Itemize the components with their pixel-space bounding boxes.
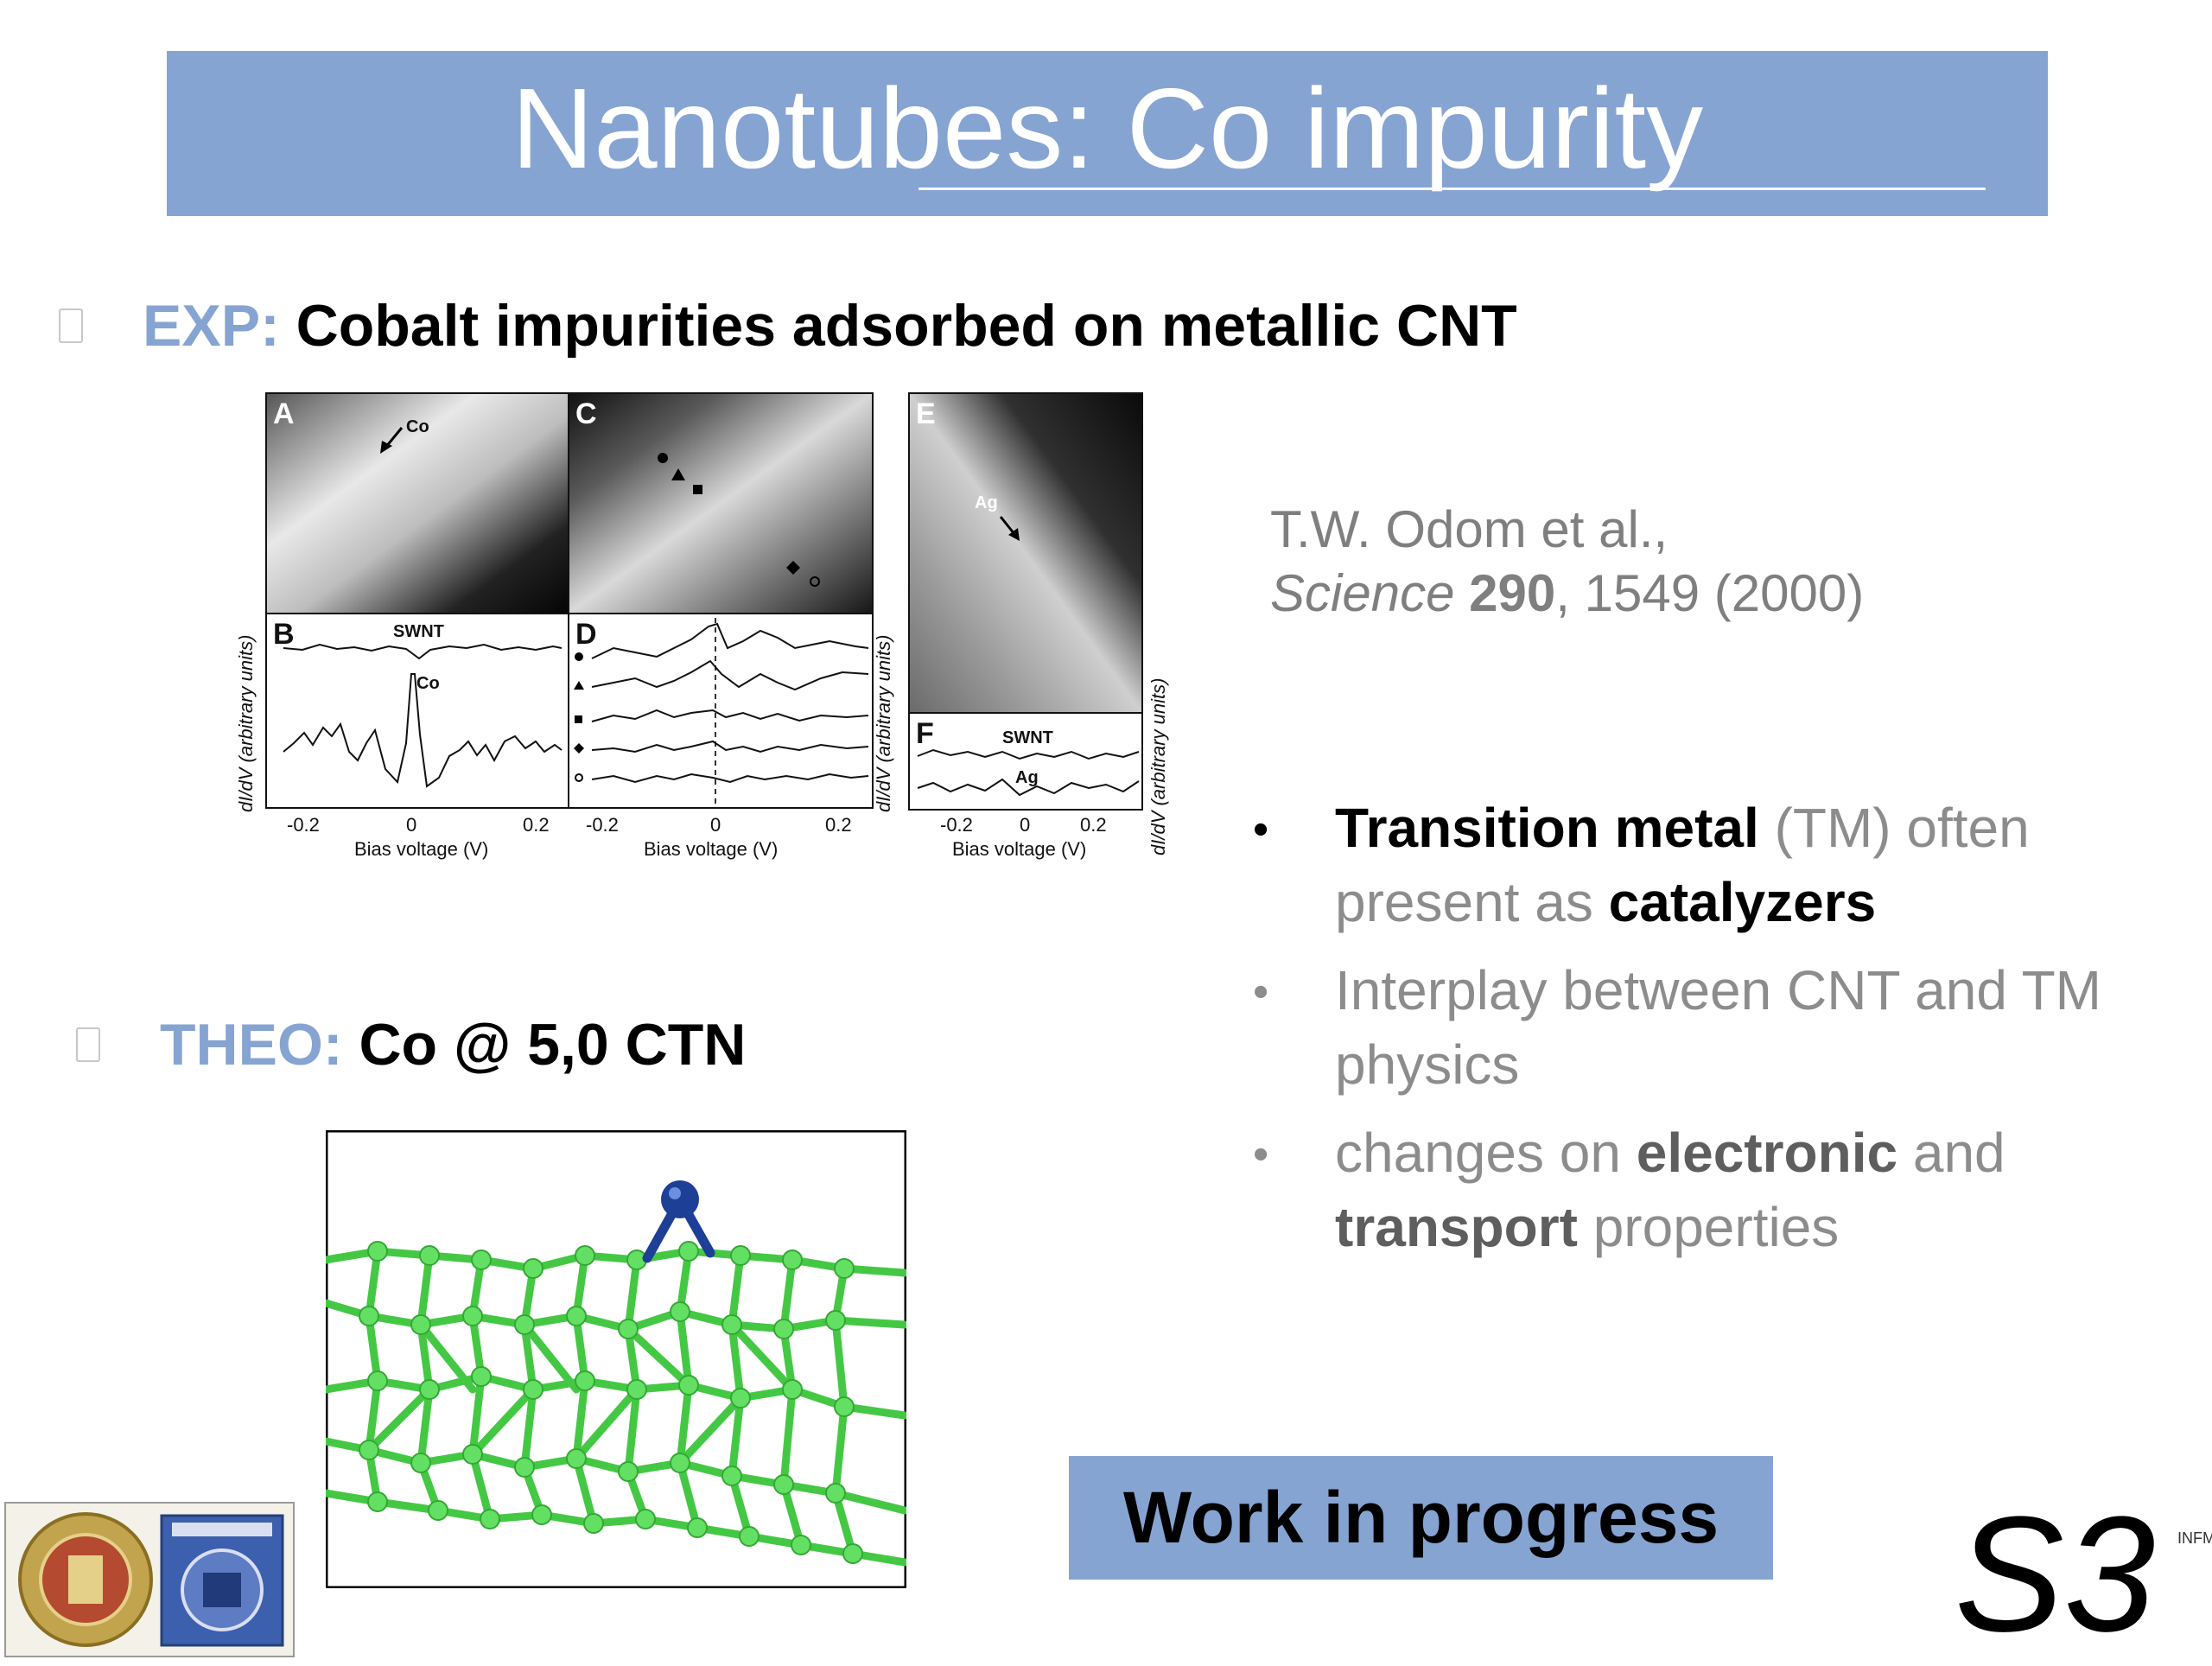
xlabel-f: Bias voltage (V) <box>952 838 1086 860</box>
panel-b: B SWNT Co <box>265 613 569 809</box>
bullet-3-text-b: and <box>1897 1122 2005 1184</box>
work-in-progress-box: Work in progress <box>1069 1456 1773 1580</box>
panel-c-label: C <box>575 397 597 430</box>
bullet-dot-1: • <box>1253 804 1269 855</box>
panel-e-label: E <box>916 397 936 430</box>
bullet-1-text: (TM) often present as <box>1335 797 2030 933</box>
xlabel-b: Bias voltage (V) <box>354 838 488 860</box>
university-logos <box>4 1502 295 1657</box>
bullet-3-text-a: changes on <box>1335 1122 1637 1184</box>
stm-sts-figure: A Co C E Ag B SWNT Co D <box>235 392 1169 860</box>
ylabel-left: dI/dV (arbitrary units) <box>235 635 257 812</box>
panel-c: C <box>568 392 874 614</box>
reference-citation: Science 290, 1549 (2000) <box>1270 563 1864 623</box>
swnt-f-label: SWNT <box>1002 728 1053 747</box>
tick-f-zero: 0 <box>1020 814 1030 836</box>
title-underline <box>918 188 1986 190</box>
swnt-b-label: SWNT <box>393 622 444 641</box>
bullet-2: Interplay between CNT and TM physics <box>1335 959 2101 1096</box>
panel-d: D <box>568 613 874 809</box>
panel-a: A Co <box>265 392 569 614</box>
ylabel-middle: dI/dV (arbitrary units) <box>873 635 894 812</box>
theo-heading: THEO: Co @ 5,0 CTN <box>160 1011 746 1078</box>
nanotube-model <box>326 1130 906 1588</box>
bullet-1-bold: Transition metal <box>1335 797 1759 859</box>
bullet-3-bold-b: transport <box>1335 1196 1578 1258</box>
s3-mark: S3 <box>1955 1483 2156 1666</box>
tick-b-neg: -0.2 <box>287 814 320 836</box>
seal-images <box>18 1512 284 1647</box>
panel-b-label: B <box>273 618 295 651</box>
panel-d-label: D <box>575 618 597 651</box>
tick-d-zero: 0 <box>710 814 721 836</box>
square-bullet-icon <box>76 1027 100 1062</box>
s3-logo: S3 INFM <box>1955 1488 2212 1661</box>
bullet-3-text-c: properties <box>1577 1196 1840 1258</box>
bullet-dot-2: • <box>1253 967 1269 1017</box>
reference-rest: , 1549 (2000) <box>1555 564 1865 622</box>
slide-title: Nanotubes: Co impurity <box>511 65 1704 192</box>
theo-label: THEO: <box>160 1012 343 1078</box>
xlabel-d: Bias voltage (V) <box>644 838 778 860</box>
work-in-progress-label: Work in progress <box>1122 1477 1719 1558</box>
tick-d-pos: 0.2 <box>825 814 852 836</box>
ylabel-right: dI/dV (arbitrary units) <box>1147 678 1169 855</box>
panel-a-label: A <box>273 397 295 430</box>
tick-f-neg: -0.2 <box>940 814 973 836</box>
panel-f: F SWNT Ag <box>908 712 1143 811</box>
square-bullet-icon <box>59 308 83 343</box>
exp-label: EXP: <box>143 293 280 359</box>
reference-authors: T.W. Odom et al., <box>1270 500 1669 558</box>
panel-e: E Ag <box>908 392 1143 714</box>
tick-b-pos: 0.2 <box>523 814 550 836</box>
co-stm-label: Co <box>406 417 429 436</box>
bullet-1: Transition metal (TM) often present as c… <box>1335 791 2147 939</box>
ag-stm-label: Ag <box>975 493 998 512</box>
reference-volume: 290 <box>1469 564 1556 622</box>
carbon-atoms <box>359 1241 863 1564</box>
cobalt-atom <box>642 1180 715 1263</box>
bullet-3: changes on electronic and transport prop… <box>1335 1116 2147 1264</box>
bullet-dot-3: • <box>1253 1129 1269 1180</box>
bullet-3-bold-a: electronic <box>1636 1122 1898 1184</box>
exp-heading: EXP: Cobalt impurities adsorbed on metal… <box>143 292 1517 359</box>
ag-f-label: Ag <box>1015 768 1039 787</box>
theo-text: Co @ 5,0 CTN <box>359 1012 747 1078</box>
panel-f-label: F <box>916 717 934 750</box>
s3-sup: INFM <box>2177 1529 2212 1547</box>
tick-b-zero: 0 <box>406 814 416 836</box>
title-bar: Nanotubes: Co impurity <box>167 51 2048 216</box>
tick-d-neg: -0.2 <box>586 814 619 836</box>
tick-f-pos: 0.2 <box>1080 814 1107 836</box>
reference-journal: Science <box>1270 564 1455 622</box>
co-b-label: Co <box>416 674 440 693</box>
exp-text: Cobalt impurities adsorbed on metallic C… <box>296 293 1517 359</box>
bullet-1-bold-2: catalyzers <box>1608 871 1877 933</box>
